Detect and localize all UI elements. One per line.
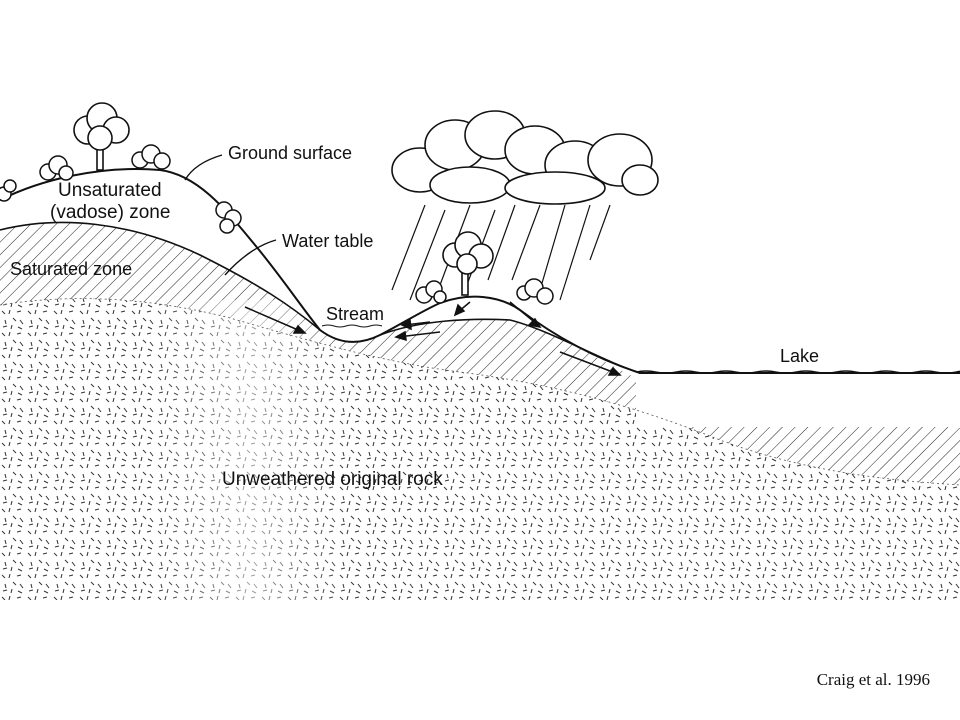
bush-icon xyxy=(39,155,74,181)
bush-icon xyxy=(516,278,554,305)
label-stream: Stream xyxy=(326,304,384,324)
cloud-icon xyxy=(391,110,659,205)
bush-icon xyxy=(215,201,242,234)
label-saturated-zone: Saturated zone xyxy=(10,259,132,279)
bush-icon xyxy=(131,144,171,170)
label-vadose-zone: (vadose) zone xyxy=(50,202,170,223)
bush-icon xyxy=(0,179,17,202)
label-water-table: Water table xyxy=(282,231,373,251)
label-unweathered-rock: Unweathered original rock xyxy=(222,469,443,490)
water-table-line xyxy=(0,221,641,374)
tree-icon xyxy=(73,102,130,171)
rain-icon xyxy=(391,204,611,301)
source-credit: Craig et al. 1996 xyxy=(816,670,930,689)
bush-icon xyxy=(415,280,447,304)
label-unsaturated: Unsaturated xyxy=(58,180,162,201)
tree-icon xyxy=(442,231,494,296)
leader-ground-surface xyxy=(184,154,223,181)
lake-water xyxy=(636,372,960,427)
label-ground-surface: Ground surface xyxy=(228,143,352,163)
stream-water xyxy=(321,324,383,328)
flow-arrows xyxy=(244,301,622,376)
lake-surface xyxy=(635,370,960,374)
label-lake: Lake xyxy=(780,346,819,366)
leader-water-table xyxy=(224,239,277,276)
